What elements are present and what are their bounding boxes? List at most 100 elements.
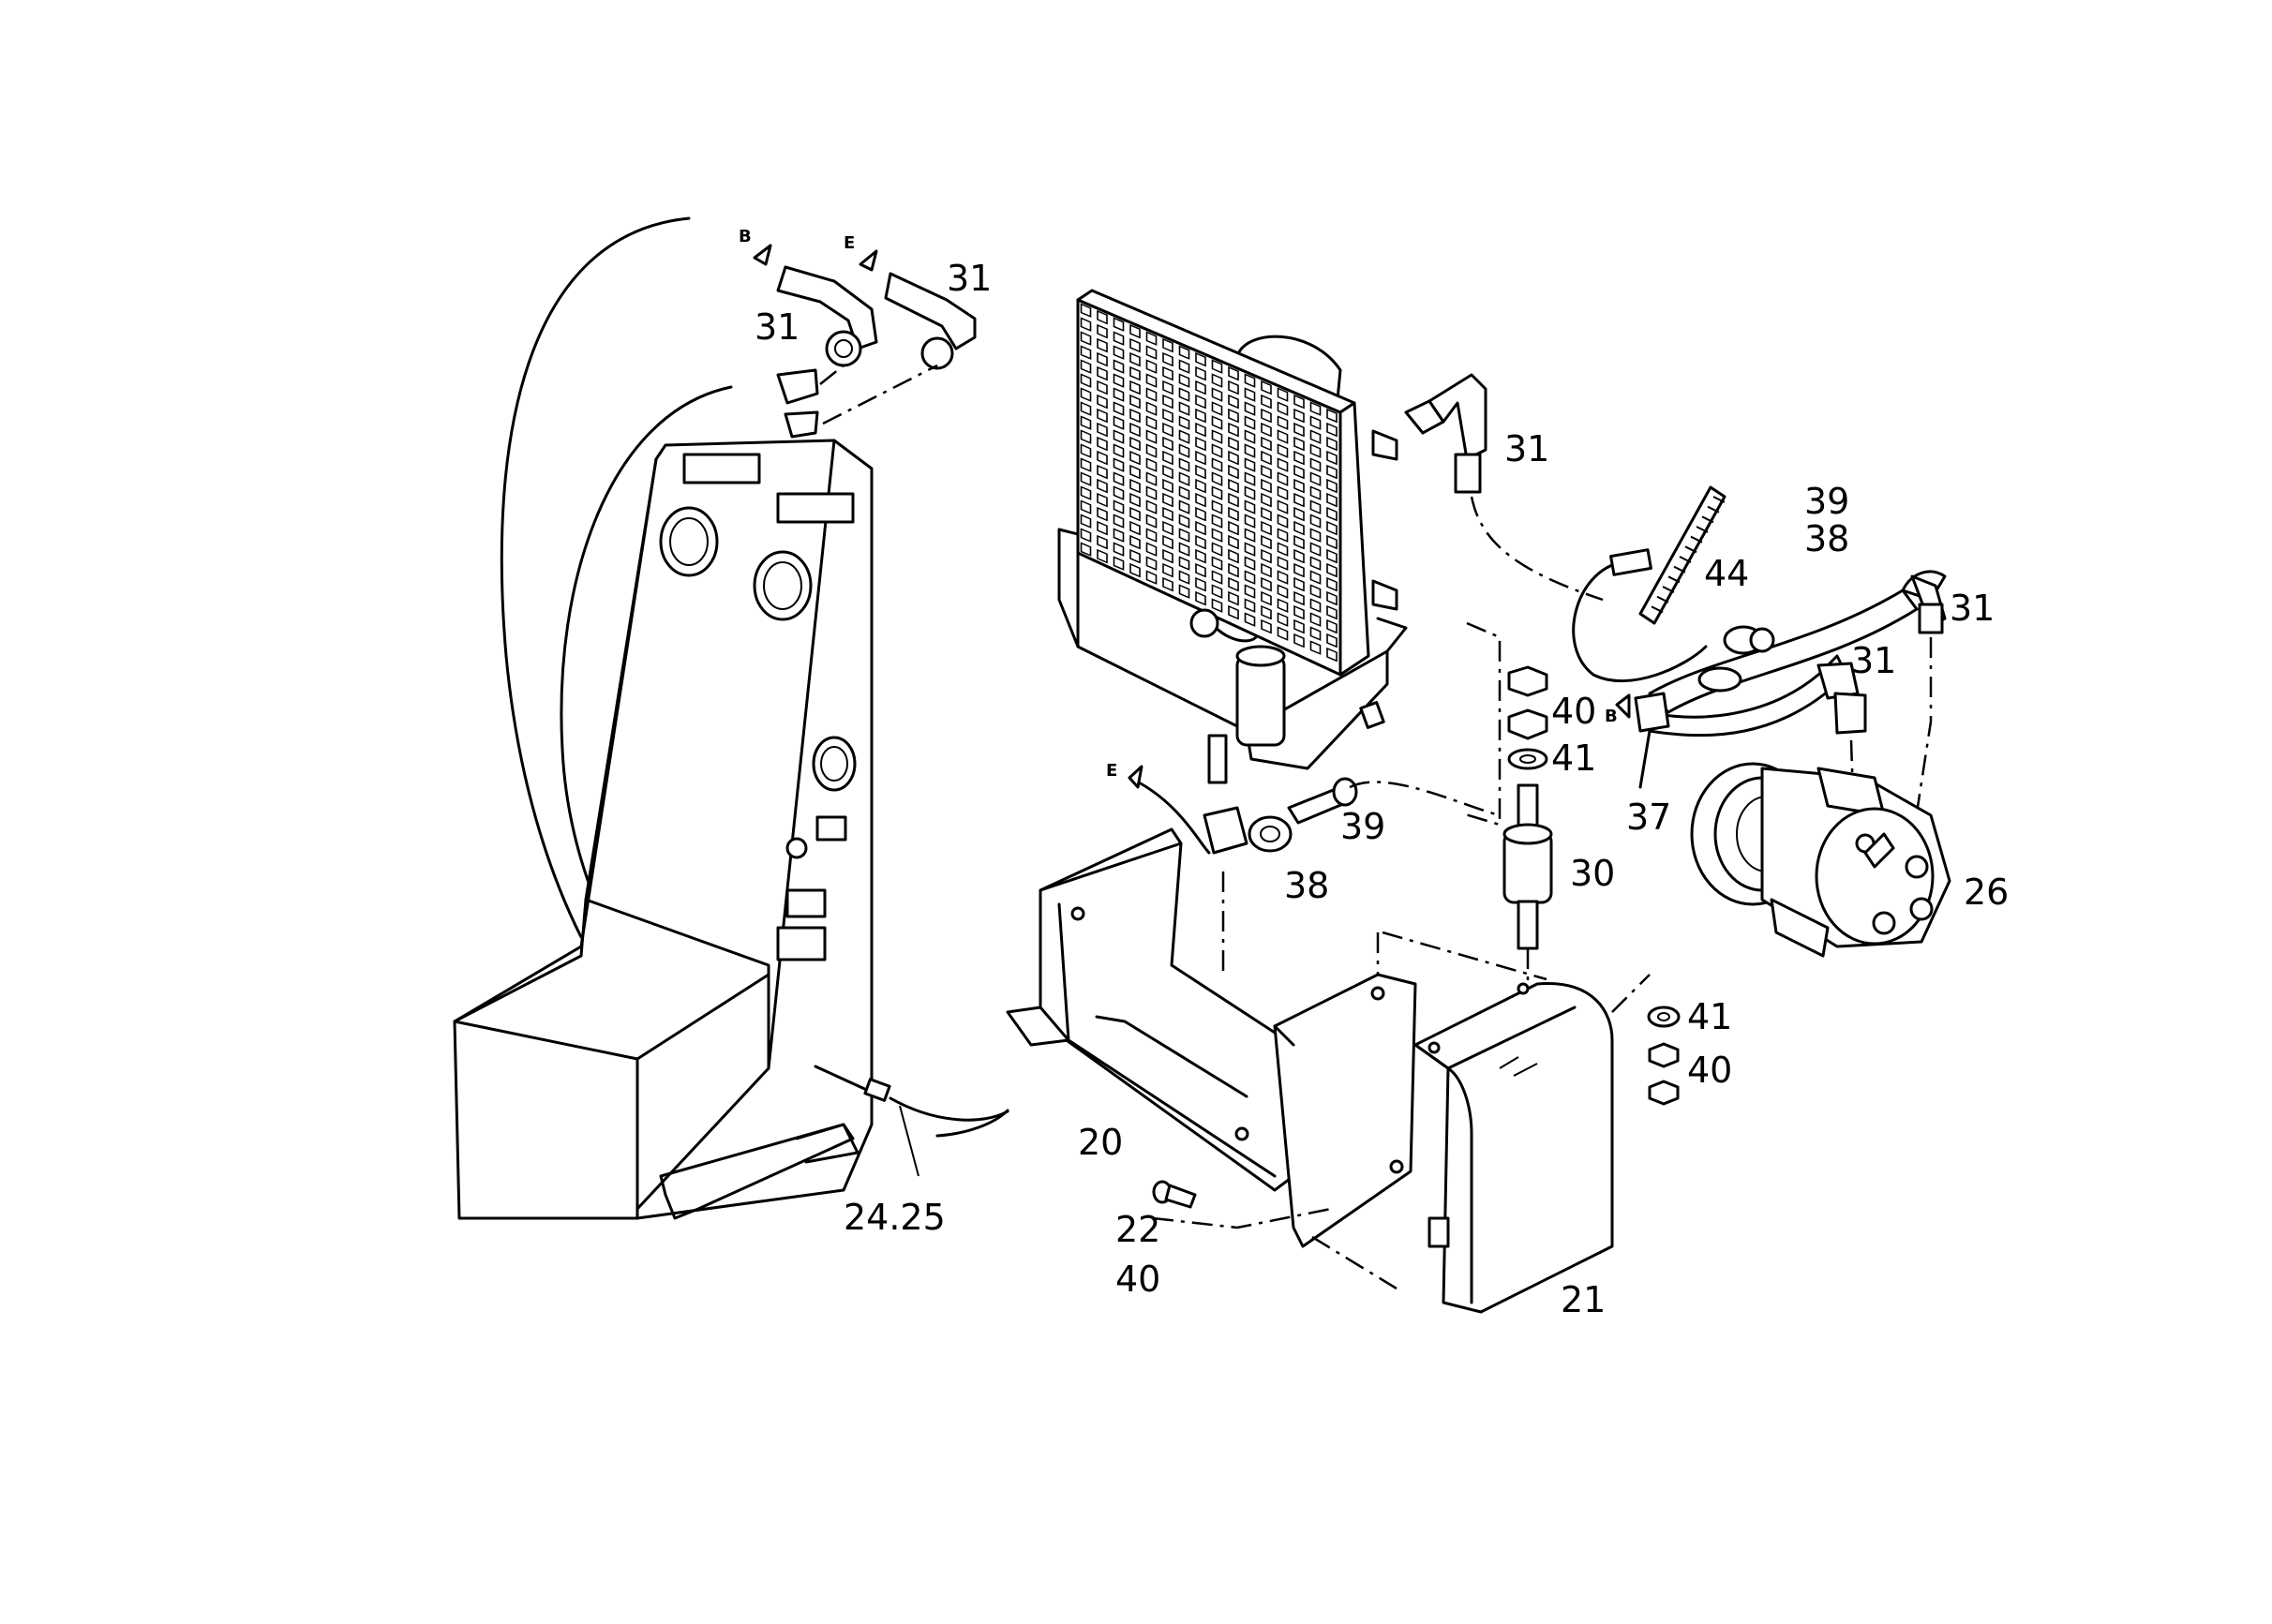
- grille-cell: [1244, 570, 1256, 585]
- grille-cell: [1195, 548, 1206, 564]
- grille-cell: [1244, 443, 1256, 458]
- grille-cell: [1326, 492, 1338, 508]
- grille-cell: [1309, 626, 1322, 641]
- grille-cell: [1097, 365, 1108, 381]
- grille-cell: [1228, 380, 1239, 395]
- grille-cell: [1326, 478, 1338, 494]
- grille-cell: [1113, 471, 1125, 486]
- label-40: 40: [1551, 691, 1596, 732]
- grille-cell: [1244, 528, 1256, 543]
- grille-cell: [1244, 542, 1256, 557]
- grille-cell: [1326, 436, 1338, 452]
- grille-cell: [1129, 534, 1141, 550]
- grille-cell: [1162, 351, 1173, 367]
- grille-cell: [1293, 562, 1305, 578]
- grille-cell: [1178, 542, 1190, 557]
- grille-cell: [1145, 514, 1158, 529]
- strap-tooth: [1707, 505, 1720, 514]
- strap-tooth: [1684, 545, 1697, 554]
- grille-cell: [1145, 373, 1158, 388]
- grille-cell: [1195, 520, 1206, 536]
- flow-markers: B E E B: [739, 227, 1618, 781]
- grille-cell: [1326, 408, 1338, 424]
- grille-cell: [1178, 373, 1190, 388]
- grille-cell: [1309, 443, 1322, 458]
- strap-tooth: [1656, 595, 1669, 603]
- grille-cell: [1228, 422, 1239, 438]
- grille-cell: [1178, 556, 1190, 571]
- grille-cell: [1277, 514, 1289, 529]
- grille-cell: [1178, 443, 1190, 458]
- label-38: 38: [1284, 865, 1329, 906]
- grille-cell: [1244, 485, 1256, 500]
- grille-cell: [1113, 415, 1125, 430]
- marker-b: B: [1605, 707, 1618, 726]
- grille-cell: [1228, 450, 1239, 466]
- grille-cell: [1178, 570, 1190, 585]
- grille-cell: [1309, 514, 1322, 529]
- grille-cell: [1162, 492, 1173, 508]
- grille-cell: [1293, 464, 1305, 480]
- strap-tooth: [1662, 586, 1675, 593]
- grille-cell: [1309, 415, 1322, 430]
- grille-cell: [1326, 604, 1338, 620]
- grille-cell: [1277, 556, 1289, 571]
- grille-cell: [1113, 485, 1125, 500]
- grille-cell: [1261, 478, 1272, 494]
- grille-cell: [1195, 534, 1206, 550]
- label-40: 40: [1115, 1259, 1160, 1300]
- grille-cell: [1326, 618, 1338, 634]
- bracket-20: [1006, 827, 1547, 1290]
- grille-cell: [1228, 562, 1239, 578]
- grille-cell: [1211, 415, 1223, 430]
- grille-cell: [1129, 492, 1141, 508]
- grille-cell: [1162, 408, 1173, 424]
- grille-cell: [1244, 401, 1256, 416]
- grille-cell: [1277, 584, 1289, 599]
- grille-cell: [1145, 345, 1158, 360]
- grille-cell: [1145, 429, 1158, 444]
- grille-cell: [1261, 548, 1272, 564]
- grille-cell: [1145, 528, 1158, 543]
- grille-cell: [1293, 478, 1305, 494]
- grille-cell: [1326, 422, 1338, 438]
- grille-cell: [1195, 506, 1206, 522]
- grille-cell: [1097, 323, 1108, 339]
- grille-cell: [1195, 576, 1206, 592]
- grille-cell: [1162, 478, 1173, 494]
- grille-cell: [1097, 548, 1108, 564]
- label-26: 26: [1964, 872, 2009, 913]
- grille-cell: [1178, 528, 1190, 543]
- grille-cell: [1097, 422, 1108, 438]
- grille-cell: [1195, 464, 1206, 480]
- grille-cell: [1326, 534, 1338, 550]
- grille-cell: [1195, 380, 1206, 395]
- grille-cell: [1309, 640, 1322, 655]
- grille-cell: [1080, 485, 1092, 500]
- grille-cell: [1129, 478, 1141, 494]
- grille-cell: [1113, 345, 1125, 360]
- grille-cell: [1211, 387, 1223, 402]
- control-console: [453, 439, 874, 1220]
- grille-cell: [1113, 359, 1125, 374]
- grille-cell: [1097, 534, 1108, 550]
- grille-cell: [1129, 436, 1141, 452]
- grille-cell: [1293, 506, 1305, 522]
- grille-cell: [1178, 387, 1190, 402]
- grille-cell: [1195, 365, 1206, 381]
- grille-cell: [1080, 303, 1092, 318]
- grille-cell: [1293, 422, 1305, 438]
- label-21: 21: [1561, 1279, 1606, 1320]
- label-37: 37: [1626, 797, 1671, 838]
- grille-cell: [1211, 514, 1223, 529]
- grille-cell: [1097, 337, 1108, 353]
- grille-cell: [1211, 584, 1223, 599]
- grille-cell: [1211, 570, 1223, 585]
- grille-cell: [1097, 394, 1108, 410]
- grille-cell: [1080, 359, 1092, 374]
- grille-cell: [1162, 562, 1173, 578]
- grille-cell: [1277, 570, 1289, 585]
- grille-cell: [1244, 598, 1256, 613]
- grille-cell: [1228, 548, 1239, 564]
